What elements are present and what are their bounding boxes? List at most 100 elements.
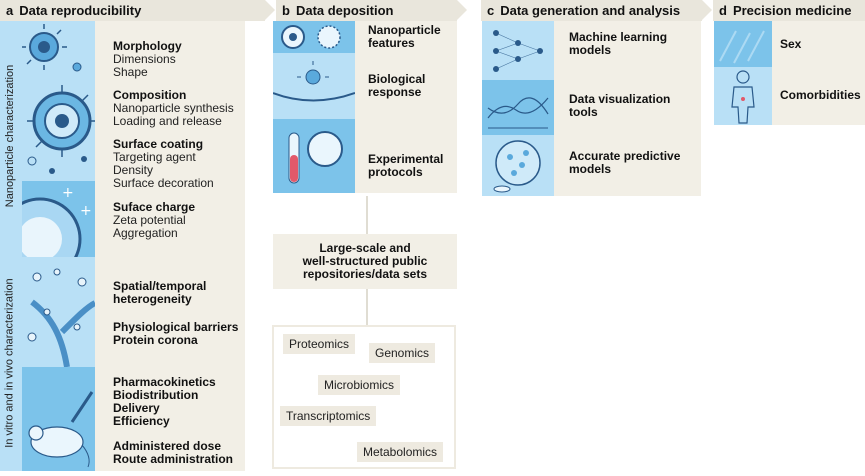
aggregation-text: Aggregation [113,226,178,240]
microbiomics-tag: Microbiomics [318,375,401,395]
heterogeneity-illustration [22,257,97,368]
barriers-block: Physiological barriers Protein corona [113,321,243,347]
transcriptomics-tag: Transcriptomics [280,406,377,426]
administered-dose-text: Administered dose [113,439,222,453]
omics-box [272,325,456,469]
panel-a-title: Data reproducibility [19,3,142,18]
experimental-protocols-illustration [273,119,355,193]
predictive-line2: models [569,162,612,176]
dose-block: Administered dose Route administration [113,440,243,466]
shape-text: Shape [113,65,148,79]
ml-block: Machine learning models [569,31,699,57]
dataviz-block: Data visualization tools [569,93,699,119]
panel-b-letter: b [282,3,290,18]
surface-charge-title: Suface charge [113,200,196,214]
repositories-box: Large-scale and well-structured public r… [273,234,457,289]
bio-response-line2: response [368,85,422,99]
targeting-text: Targeting agent [113,150,196,164]
ml-illustration [482,21,554,80]
panel-a-side-strip [0,21,22,471]
proteomics-tag: Proteomics [283,334,356,354]
dimensions-text: Dimensions [113,52,176,66]
ml-line1: Machine learning [569,30,668,44]
biological-response-block: Biological response [368,73,456,99]
morphology-title: Morphology [113,39,182,53]
loading-text: Loading and release [113,114,222,128]
morphology-illustration [22,21,95,181]
nanoparticle-illustration [22,24,95,174]
composition-block: Composition Nanoparticle synthesis Loadi… [113,89,243,128]
line-chart-icon [487,97,549,129]
panel-c-arrow [702,0,712,20]
spatial-line2: heterogeneity [113,292,192,306]
spatial-line1: Spatial/temporal [113,279,207,293]
pharmacokinetics-block: Pharmacokinetics Biodistribution Deliver… [113,376,243,428]
heterogeneity-block: Spatial/temporal heterogeneity [113,280,243,306]
predictive-illustration [482,135,554,196]
morphology-block: Morphology Dimensions Shape [113,40,243,79]
panel-b-title: Data deposition [295,3,394,18]
panel-d-header: d Precision medicine [713,0,865,21]
panel-b-header: b Data deposition [276,0,457,21]
pharmacokinetics-text: Pharmacokinetics [113,375,216,389]
genomics-tag: Genomics [369,343,436,363]
decoration-text: Surface decoration [113,176,214,190]
connector-line [366,196,368,234]
panel-d-title: Precision medicine [732,3,852,18]
dataviz-illustration [482,80,554,135]
human-body-icon [731,70,755,124]
dataviz-line1: Data visualization [569,92,671,106]
predictive-block: Accurate predictive models [569,150,699,176]
neural-network-icon [493,30,543,72]
bio-response-line1: Biological [368,72,426,86]
experimental-protocols-block: Experimental protocols [368,153,456,179]
panel-c-letter: c [487,3,495,18]
surface-charge-block: Suface charge Zeta potential Aggregation [113,201,243,240]
sex-label: Sex [780,37,802,51]
panel-c-header: c Data generation and analysis [481,0,702,21]
nanoparticle-features-block: Nanoparticle features [368,24,456,50]
panel-c-title: Data generation and analysis [500,3,681,18]
panel-a-arrow [265,0,275,20]
efficiency-text: Efficiency [113,414,170,428]
svg-text:+: + [80,203,92,219]
metabolomics-tag: Metabolomics [357,442,444,462]
connector-line-2 [366,289,368,325]
exp-protocols-line2: protocols [368,165,423,179]
surface-coating-block: Surface coating Targeting agent Density … [113,138,243,190]
route-administration-text: Route administration [113,452,234,466]
repositories-line3: repositories/data sets [302,267,428,281]
comorbidities-label: Comorbidities [780,88,861,102]
globe-icon [493,140,541,193]
np-features-line1: Nanoparticle [368,23,441,37]
density-text: Density [113,163,154,177]
biodistribution-text: Biodistribution [113,388,199,402]
panel-b-arrow [457,0,467,20]
comorbidities-illustration [714,67,772,125]
exp-protocols-line1: Experimental [368,152,444,166]
chromosome-icon [719,30,765,64]
protein-corona-text: Protein corona [113,333,198,347]
surface-coating-title: Surface coating [113,137,204,151]
biological-response-illustration [272,53,356,119]
panel-a-letter: a [6,3,14,18]
svg-text:+: + [62,185,74,201]
ml-line2: models [569,43,612,57]
zeta-text: Zeta potential [113,213,186,227]
surface-charge-illustration: + + [0,181,95,281]
mouse-icon [28,391,94,468]
panel-d-letter: d [719,3,727,18]
side-label-invitro: In vitro and in vivo characterization [4,277,16,448]
repositories-line2: well-structured public [302,254,428,268]
panel-a-header: a Data reproducibility [0,0,265,21]
composition-title: Composition [113,88,187,102]
repositories-line1: Large-scale and [319,241,411,255]
dataviz-line2: tools [569,105,598,119]
predictive-line1: Accurate predictive [569,149,681,163]
in-vivo-illustration [22,367,95,471]
side-label-nanoparticle: Nanoparticle characterization [4,64,16,208]
synthesis-text: Nanoparticle synthesis [113,101,234,115]
nanoparticle-features-illustration [273,21,355,53]
physiological-barriers-text: Physiological barriers [113,320,239,334]
sex-illustration [714,21,772,67]
